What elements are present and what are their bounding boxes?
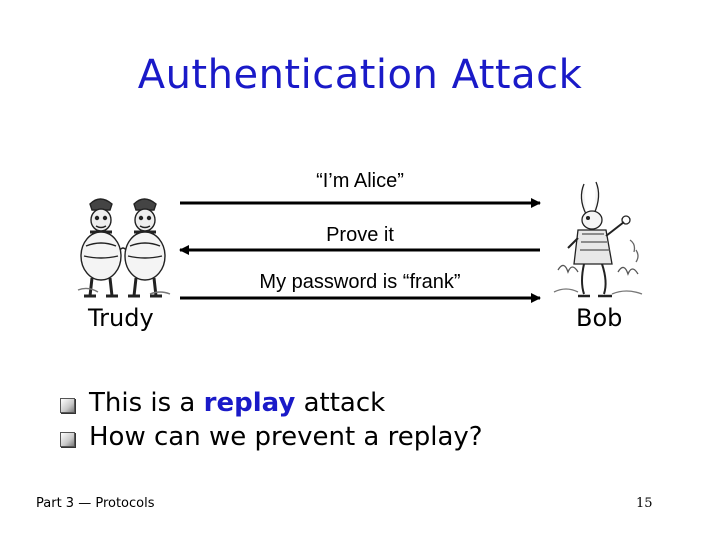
slide-title: Authentication Attack	[137, 52, 583, 98]
bullet-item: This is a replay attack	[60, 386, 483, 420]
party-bob-label: Bob	[576, 304, 623, 332]
white-rabbit-illustration	[548, 180, 648, 304]
bullet-text: How can we prevent a replay?	[89, 422, 483, 452]
footer-section-label: Part 3 — Protocols	[36, 496, 155, 511]
message-alice-claim: “I’m Alice”	[316, 170, 404, 192]
bullet-highlight: replay	[203, 388, 296, 418]
bullet-text-after: attack	[295, 388, 386, 418]
tweedle-twins-illustration	[76, 190, 172, 302]
message-prove-it: Prove it	[326, 224, 394, 246]
bullet-item: How can we prevent a replay?	[60, 420, 483, 454]
message-password: My password is “frank”	[259, 271, 461, 293]
bullet-list: This is a replay attack How can we preve…	[60, 386, 483, 454]
party-trudy-label: Trudy	[88, 304, 154, 332]
bullet-text-before: This is a	[89, 388, 204, 418]
page-number: 15	[636, 496, 653, 511]
bullet-box-icon	[60, 431, 75, 447]
bullet-box-icon	[60, 397, 75, 413]
